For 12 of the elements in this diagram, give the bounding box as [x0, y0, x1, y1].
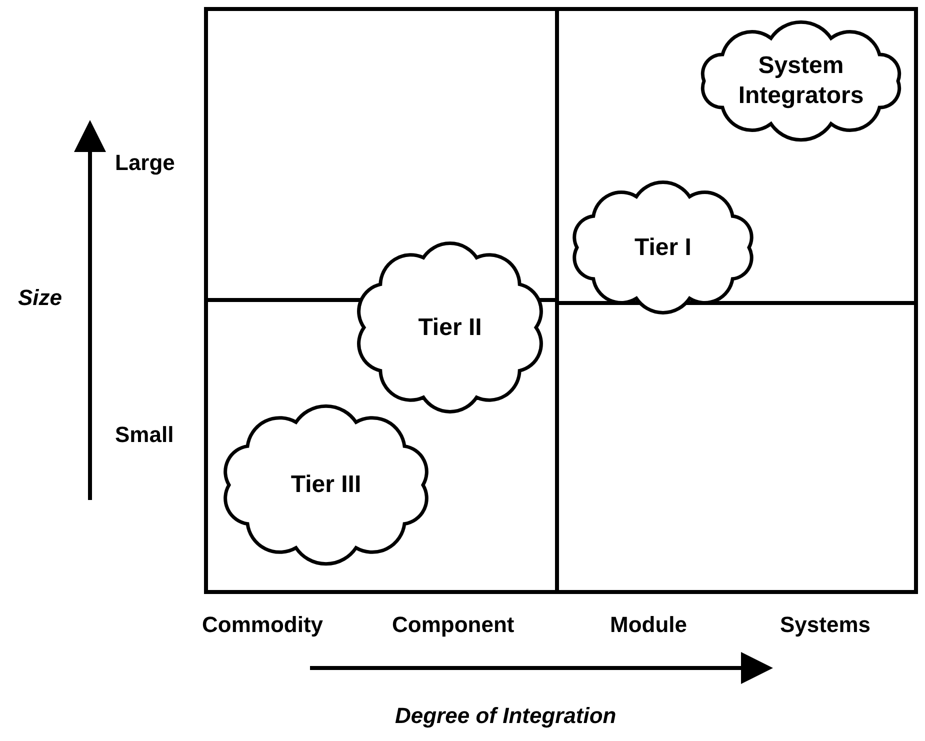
axis-label: Small — [115, 422, 174, 448]
cloud-label: Tier III — [290, 470, 362, 500]
axis-label: Large — [115, 150, 175, 176]
cloud-label: Tier II — [418, 312, 482, 342]
axis-title: Degree of Integration — [395, 703, 616, 729]
axis-label: Module — [610, 612, 687, 638]
cloud-label: System Integrators — [737, 51, 865, 111]
axis-label: Systems — [780, 612, 871, 638]
axis-label: Commodity — [202, 612, 323, 638]
axis-title: Size — [18, 285, 62, 311]
cloud-label: Tier I — [634, 232, 692, 262]
axis-label: Component — [392, 612, 514, 638]
